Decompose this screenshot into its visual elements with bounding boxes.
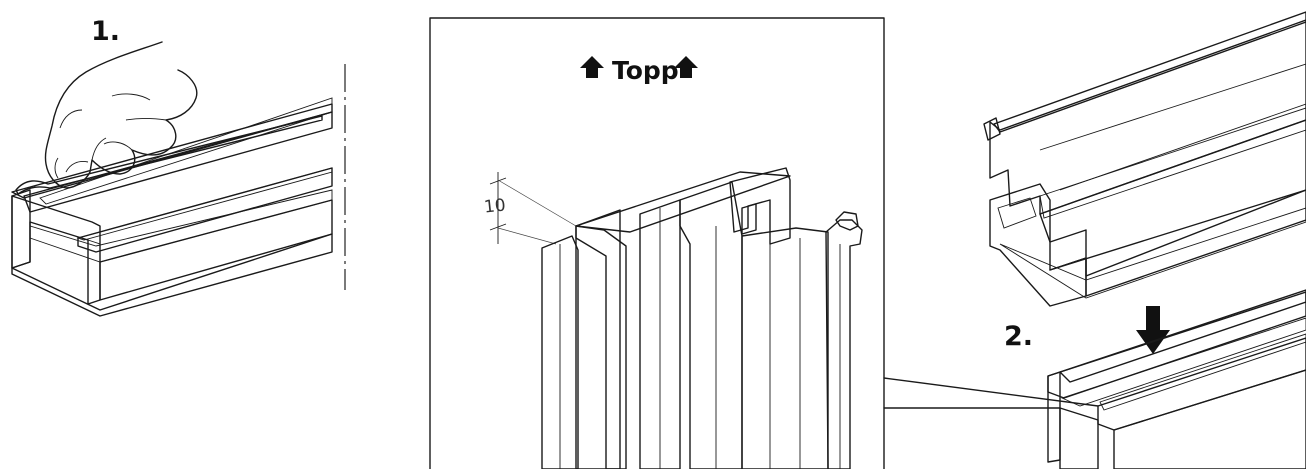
step2-label: 2. — [1004, 321, 1033, 352]
rail-profile-1 — [11, 103, 333, 317]
tape-backing — [15, 115, 323, 195]
dimension-label: 10 — [483, 195, 507, 217]
top-label: Topp — [612, 56, 679, 85]
adhesive-tape-1 — [39, 97, 333, 205]
arrow-up-icon — [580, 56, 604, 78]
dimension-marker: 10 — [483, 172, 577, 245]
top-indicator: Topp — [580, 56, 698, 85]
step1-label: 1. — [91, 16, 120, 47]
arrow-up-icon — [674, 56, 698, 78]
vertical-profile — [541, 167, 863, 469]
leader-line-1 — [883, 377, 1099, 407]
center-panel: Topp 10 — [429, 17, 1099, 469]
detail-frame — [429, 17, 885, 469]
rail-profile-upper — [983, 11, 1306, 307]
hand-illustration — [44, 41, 198, 189]
arrow-down-icon — [1136, 306, 1170, 354]
step2-panel: 2. — [983, 11, 1306, 469]
rail-profile-lower — [1047, 289, 1306, 469]
step1-panel: 1. — [11, 16, 346, 317]
